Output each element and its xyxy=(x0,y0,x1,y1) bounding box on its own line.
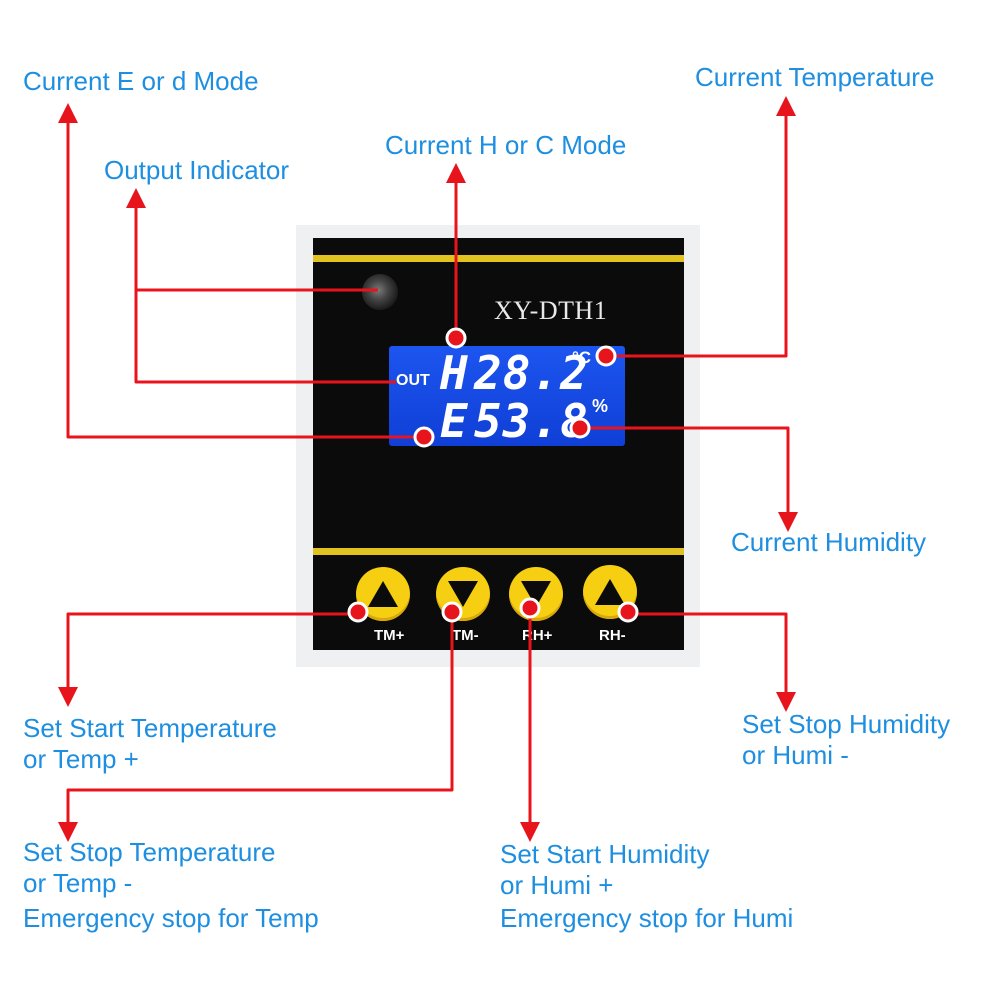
label-current-e-or-d-mode: Current E or d Mode xyxy=(23,66,259,96)
label-set-stop-humidity: Set Stop Humidity xyxy=(742,709,951,739)
up-triangle-icon xyxy=(368,581,398,607)
label-set-stop-temperature-sub: or Temp - xyxy=(23,868,133,898)
label-set-start-temperature-sub: or Temp + xyxy=(23,744,139,774)
dot-current-temperature xyxy=(595,345,617,367)
top-stripe xyxy=(313,255,684,262)
label-set-start-humidity-sub: or Humi + xyxy=(500,870,614,900)
arrowhead xyxy=(126,188,146,208)
arrow-output-indicator-led xyxy=(134,200,378,292)
out-indicator: OUT xyxy=(396,372,430,389)
label-set-stop-temperature: Set Stop Temperature xyxy=(23,837,276,867)
dot-rh-plus xyxy=(519,597,541,619)
temperature-unit: °C xyxy=(572,348,592,367)
arrow-set-stop-temperature xyxy=(66,614,454,830)
dot-h-or-c-mode xyxy=(445,327,467,349)
arrowhead xyxy=(446,163,466,183)
mode-e-or-d: E xyxy=(440,394,469,448)
humidity-value: 53.8 xyxy=(474,394,589,448)
output-led-icon xyxy=(362,274,398,310)
mode-h-or-c: H xyxy=(440,346,469,400)
rh-plus-button[interactable] xyxy=(509,567,563,621)
tm-minus-label: TM- xyxy=(452,627,479,644)
label-set-start-humidity: Set Start Humidity xyxy=(500,839,710,869)
dot-tm-plus xyxy=(347,601,369,623)
arrow-set-stop-humidity xyxy=(628,612,788,700)
dot-rh-minus xyxy=(617,601,639,623)
dot-e-or-d-mode xyxy=(413,426,435,448)
arrow-e-or-d-mode xyxy=(66,115,424,439)
label-current-humidity: Current Humidity xyxy=(731,527,927,557)
dot-current-humidity xyxy=(569,417,591,439)
label-emergency-stop-humi: Emergency stop for Humi xyxy=(500,903,794,933)
arrow-output-indicator-out xyxy=(134,290,396,384)
dot-tm-minus xyxy=(441,601,463,623)
arrowhead xyxy=(58,103,78,123)
label-emergency-stop-temp: Emergency stop for Temp xyxy=(23,903,319,933)
label-output-indicator: Output Indicator xyxy=(104,155,289,185)
model-name: XY-DTH1 xyxy=(494,296,608,325)
down-triangle-icon xyxy=(448,581,478,607)
humidity-unit: % xyxy=(592,396,609,416)
down-triangle-icon xyxy=(521,581,551,607)
arrowhead xyxy=(58,822,78,842)
label-current-h-or-c-mode: Current H or C Mode xyxy=(385,130,627,160)
label-set-stop-humidity-sub: or Humi - xyxy=(742,740,849,770)
label-set-start-temperature: Set Start Temperature xyxy=(23,713,277,743)
arrowhead xyxy=(778,512,798,532)
temperature-value: 28.2 xyxy=(474,346,589,400)
arrowhead xyxy=(520,822,540,842)
bottom-stripe xyxy=(313,548,684,555)
arrowhead xyxy=(776,692,796,712)
label-current-temperature: Current Temperature xyxy=(695,62,935,92)
arrow-current-humidity xyxy=(580,426,790,520)
rh-minus-label: RH- xyxy=(599,627,626,644)
arrowhead xyxy=(776,96,796,116)
arrowhead xyxy=(58,687,78,707)
arrow-set-start-temperature xyxy=(66,612,358,695)
up-triangle-icon xyxy=(595,579,625,605)
arrow-current-temperature xyxy=(606,108,788,358)
tm-plus-label: TM+ xyxy=(374,627,405,644)
